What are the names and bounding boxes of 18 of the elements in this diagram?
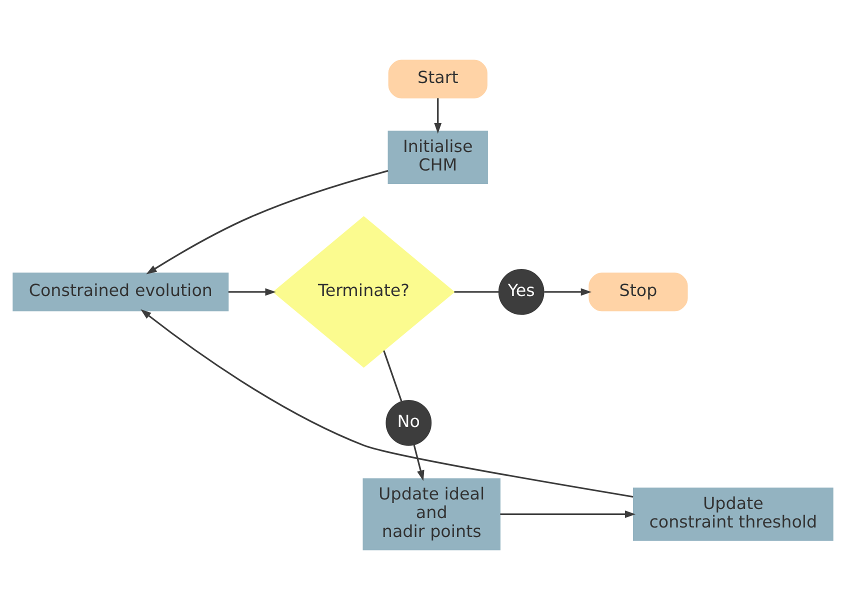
node-circle: No xyxy=(385,400,432,446)
connector xyxy=(454,291,498,293)
node-box: Update constraint threshold xyxy=(632,488,833,541)
arrow xyxy=(228,288,276,296)
node-box: Constrained evolution xyxy=(12,272,228,312)
arrow xyxy=(412,444,424,482)
connector xyxy=(382,350,402,402)
arrow xyxy=(434,98,442,134)
arrow xyxy=(140,309,633,498)
arrow xyxy=(146,170,388,274)
arrow xyxy=(500,510,636,518)
node-circle: Yes xyxy=(498,269,544,315)
node-box: Stop xyxy=(588,272,688,312)
node-diamond: Terminate? xyxy=(272,216,454,368)
node-box: Start xyxy=(388,60,487,98)
arrow xyxy=(544,288,592,296)
node-box: Initialise CHM xyxy=(387,130,488,184)
node-box: Update ideal and nadir points xyxy=(362,478,500,550)
